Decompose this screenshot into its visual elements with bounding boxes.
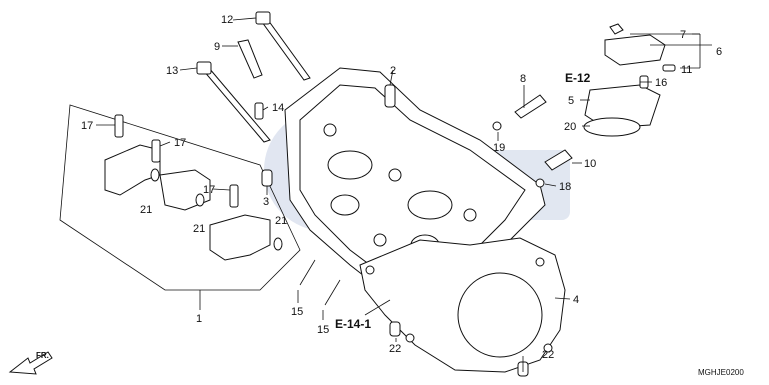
callout-19: 19	[493, 142, 505, 154]
bolt-head	[196, 61, 212, 75]
callout-2: 2	[390, 65, 396, 77]
stud-bolt	[299, 259, 316, 286]
callout-17: 17	[203, 184, 215, 196]
reference-e14-1: E-14-1	[335, 317, 371, 331]
sealing-washer	[492, 121, 502, 131]
leader-lines	[96, 17, 712, 372]
callout-17: 17	[174, 137, 186, 149]
callout-labels: 12 9 13 2 14 17 17 17 21 21 21 3 1 15 15…	[81, 14, 722, 361]
callout-18: 18	[559, 181, 571, 193]
callout-15: 15	[291, 306, 303, 318]
gasket-hole	[543, 343, 553, 353]
callout-20: 20	[564, 121, 576, 133]
callout-11: 11	[681, 64, 692, 76]
nut	[609, 23, 624, 35]
callout-21: 21	[193, 223, 205, 235]
front-direction-arrow: FR.	[8, 351, 53, 375]
sealing-washer	[535, 178, 545, 188]
dowel-pin	[195, 193, 205, 207]
stud-bolt	[324, 279, 341, 306]
callout-21: 21	[275, 215, 287, 227]
temperature-sensor	[514, 94, 547, 119]
callout-21: 21	[140, 204, 152, 216]
callout-1: 1	[196, 313, 202, 325]
bolt	[229, 184, 239, 208]
dowel-pin	[389, 321, 401, 337]
callout-8: 8	[520, 73, 526, 85]
callout-3: 3	[263, 196, 269, 208]
dowel-pin	[150, 168, 160, 182]
camshaft-holder	[209, 214, 271, 261]
callout-10: 10	[584, 158, 596, 170]
sensor	[544, 149, 573, 171]
bolt	[662, 64, 676, 72]
bolt-head	[255, 11, 271, 25]
callout-15: 15	[317, 324, 329, 336]
callout-22: 22	[542, 349, 554, 361]
callout-13: 13	[166, 65, 178, 77]
callout-4: 4	[573, 294, 579, 306]
camshaft-holder-group-outline	[59, 104, 301, 291]
gasket-bore	[457, 272, 543, 358]
callout-9: 9	[214, 41, 220, 53]
diagram-code: MGHJE0200	[698, 368, 744, 377]
callout-6: 6	[716, 46, 722, 58]
gasket-hole	[405, 333, 415, 343]
front-label: FR.	[36, 351, 49, 360]
bolt	[114, 114, 124, 138]
head-bolt	[261, 19, 311, 81]
o-ring	[583, 117, 641, 137]
callout-14: 14	[272, 102, 284, 114]
callout-22: 22	[389, 343, 401, 355]
callout-16: 16	[655, 77, 667, 89]
bolt	[151, 139, 161, 163]
callout-5: 5	[568, 95, 574, 107]
bolt	[254, 102, 264, 120]
callout-7: 7	[680, 29, 686, 41]
gasket-hole	[365, 265, 375, 275]
callout-17: 17	[81, 120, 93, 132]
reference-e12: E-12	[565, 71, 591, 85]
clamp-band	[604, 34, 666, 66]
dowel-pin	[273, 237, 283, 251]
spark-plug	[237, 39, 263, 79]
callout-12: 12	[221, 14, 233, 26]
dowel-pipe	[384, 84, 396, 108]
sleeve	[261, 169, 273, 187]
gasket-hole	[535, 257, 545, 267]
